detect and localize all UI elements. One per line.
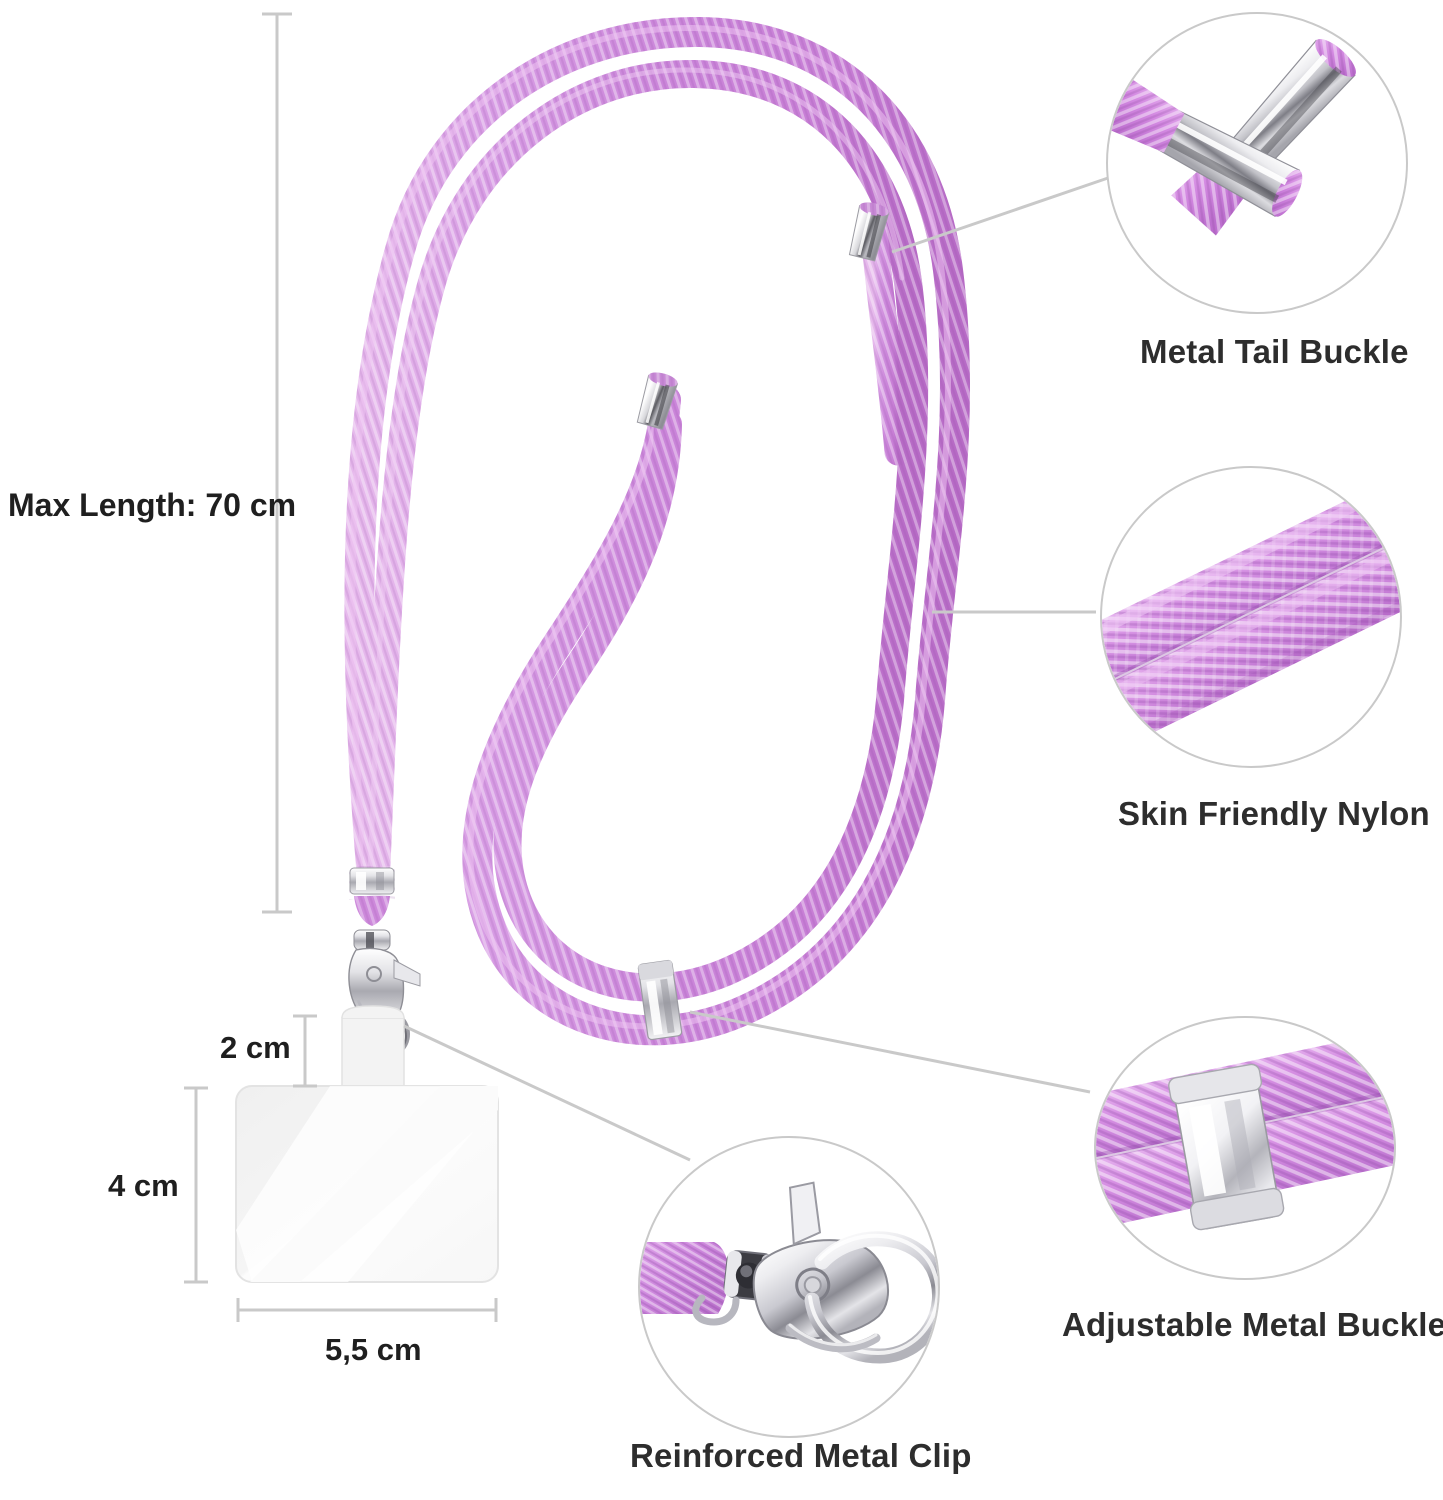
callout-circle-adjustable-metal-buckle [1094, 1016, 1396, 1280]
tab-height-label: 2 cm [220, 1030, 291, 1065]
callout-label-metal-tail-buckle: Metal Tail Buckle [1140, 333, 1409, 370]
dimension-lines [184, 12, 498, 1322]
callout-label-reinforced-metal-clip: Reinforced Metal Clip [630, 1437, 972, 1474]
leader-line-adjustable-buckle [689, 1010, 1091, 1094]
metal-aglet-lower [636, 372, 679, 430]
dimension-line-max-length [262, 12, 292, 914]
lanyard-tail-strand-right [860, 218, 912, 466]
pad-height-label: 4 cm [108, 1168, 179, 1203]
dimension-line-pad-height [184, 1086, 208, 1284]
max-length-label: Max Length: 70 cm [8, 487, 297, 523]
metal-aglet-upper [848, 202, 890, 262]
phone-pad-insert [235, 1005, 499, 1283]
clip-cord [640, 1242, 729, 1314]
dimension-line-pad-width [236, 1298, 498, 1322]
callout-circle-reinforced-metal-clip [638, 1136, 940, 1438]
callout-circle-metal-tail-buckle [1106, 12, 1408, 314]
lanyard-bottom-collar [349, 866, 395, 926]
adjustable-buckle-on-lanyard [637, 959, 683, 1041]
leader-lines [403, 176, 1109, 1162]
callout-label-skin-friendly-nylon: Skin Friendly Nylon [1118, 795, 1430, 832]
lanyard-cord-outer [344, 16, 971, 1046]
leader-line-metal-tail-buckle [891, 176, 1109, 254]
leader-line-metal-clip [403, 1024, 691, 1162]
pad-width-label: 5,5 cm [325, 1332, 422, 1367]
lanyard-cord-inner [362, 59, 929, 1002]
callout-label-adjustable-metal-buckle: Adjustable Metal Buckle [1062, 1306, 1443, 1343]
callout-circle-skin-friendly-nylon [1100, 466, 1402, 768]
dimension-line-tab-height [293, 1014, 317, 1088]
